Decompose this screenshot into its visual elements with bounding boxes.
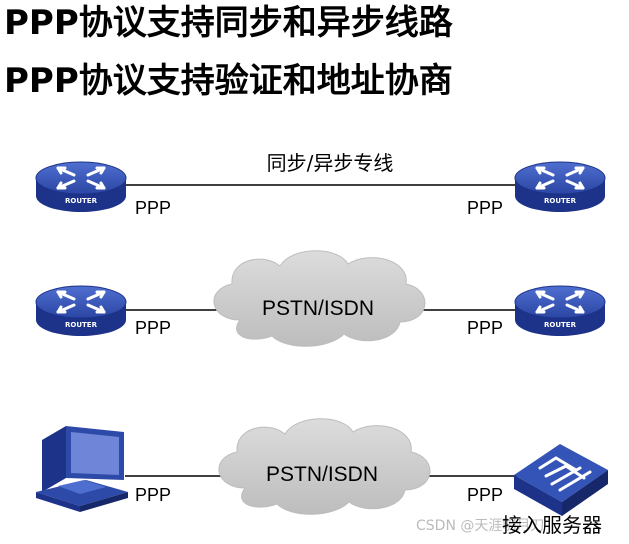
router-icon — [34, 284, 128, 338]
access-server-caption: 接入服务器 — [502, 513, 602, 537]
heading-sync-async: PPP协议支持同步和异步线路 — [4, 3, 453, 43]
ppp-label-left-row1: PPP — [135, 198, 171, 218]
watermark: CSDN @天涯明月刀 — [416, 518, 544, 534]
heading-auth-address: PPP协议支持验证和地址协商 — [4, 61, 453, 101]
link-label-row1: 同步/异步专线 — [267, 151, 394, 175]
router-icon — [34, 160, 128, 214]
ppp-label-left-row3: PPP — [135, 485, 171, 505]
ppp-label-right-row2: PPP — [467, 318, 503, 338]
link-label-row3: PSTN/ISDN — [266, 463, 378, 486]
router-icon — [513, 284, 607, 338]
access-server-icon — [514, 444, 608, 516]
ppp-label-right-row3: PPP — [467, 485, 503, 505]
ppp-label-right-row1: PPP — [467, 198, 503, 218]
link-label-row2: PSTN/ISDN — [262, 297, 374, 320]
pc-icon — [36, 426, 128, 512]
router-icon — [513, 160, 607, 214]
ppp-label-left-row2: PPP — [135, 318, 171, 338]
